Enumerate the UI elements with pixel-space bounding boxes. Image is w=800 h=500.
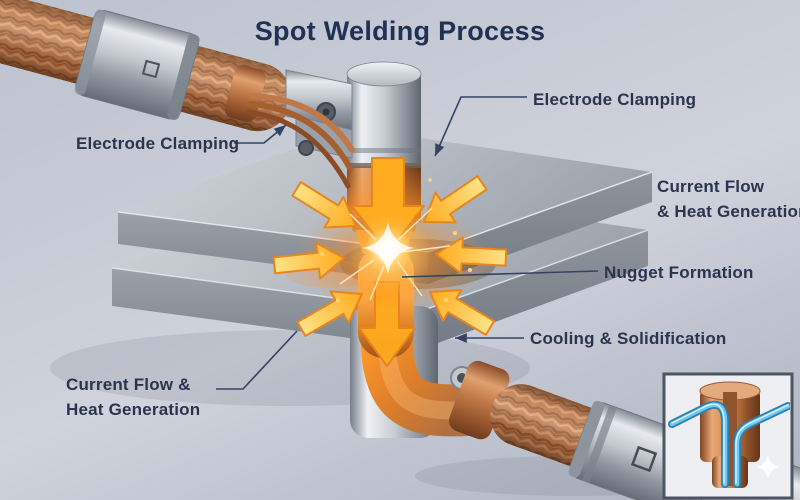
label-current-flow-bottom: Current Flow & Heat Generation xyxy=(66,372,200,422)
diagram-title: Spot Welding Process xyxy=(254,16,546,46)
leader-lines xyxy=(216,96,599,390)
weld-nugget-glow xyxy=(320,178,472,302)
inset-electrode-cross-section xyxy=(662,372,794,500)
flare-star xyxy=(362,222,414,274)
label-current-flow-bottom-line2: Heat Generation xyxy=(66,400,201,419)
label-cooling-solidification: Cooling & Solidification xyxy=(530,329,727,348)
leader-current-flow-bottom xyxy=(216,330,298,390)
coolant-channel-right xyxy=(733,402,790,488)
supply-cable-upper xyxy=(0,0,292,132)
leader-nugget-formation xyxy=(401,270,599,278)
label-current-flow-right: Current Flow & Heat Generation xyxy=(657,174,800,224)
label-current-flow-right-line2: & Heat Generation xyxy=(657,202,800,221)
leader-electrode-clamping-right xyxy=(434,96,527,157)
cable-ring xyxy=(224,65,266,122)
label-electrode-clamping-left: Electrode Clamping xyxy=(76,134,240,153)
label-current-flow-right-line1: Current Flow xyxy=(657,177,765,196)
label-current-flow-bottom-line1: Current Flow & xyxy=(66,375,191,394)
cable-collar xyxy=(74,9,200,121)
electrode-water-tubes xyxy=(245,93,355,189)
coolant-channel-left xyxy=(668,400,729,488)
label-electrode-clamping-right: Electrode Clamping xyxy=(533,90,697,109)
sparkle-icon xyxy=(757,456,779,478)
spark-dots xyxy=(320,178,472,302)
sparks xyxy=(339,207,451,301)
label-nugget-formation: Nugget Formation xyxy=(604,263,754,282)
leader-electrode-clamping-left xyxy=(234,124,287,144)
